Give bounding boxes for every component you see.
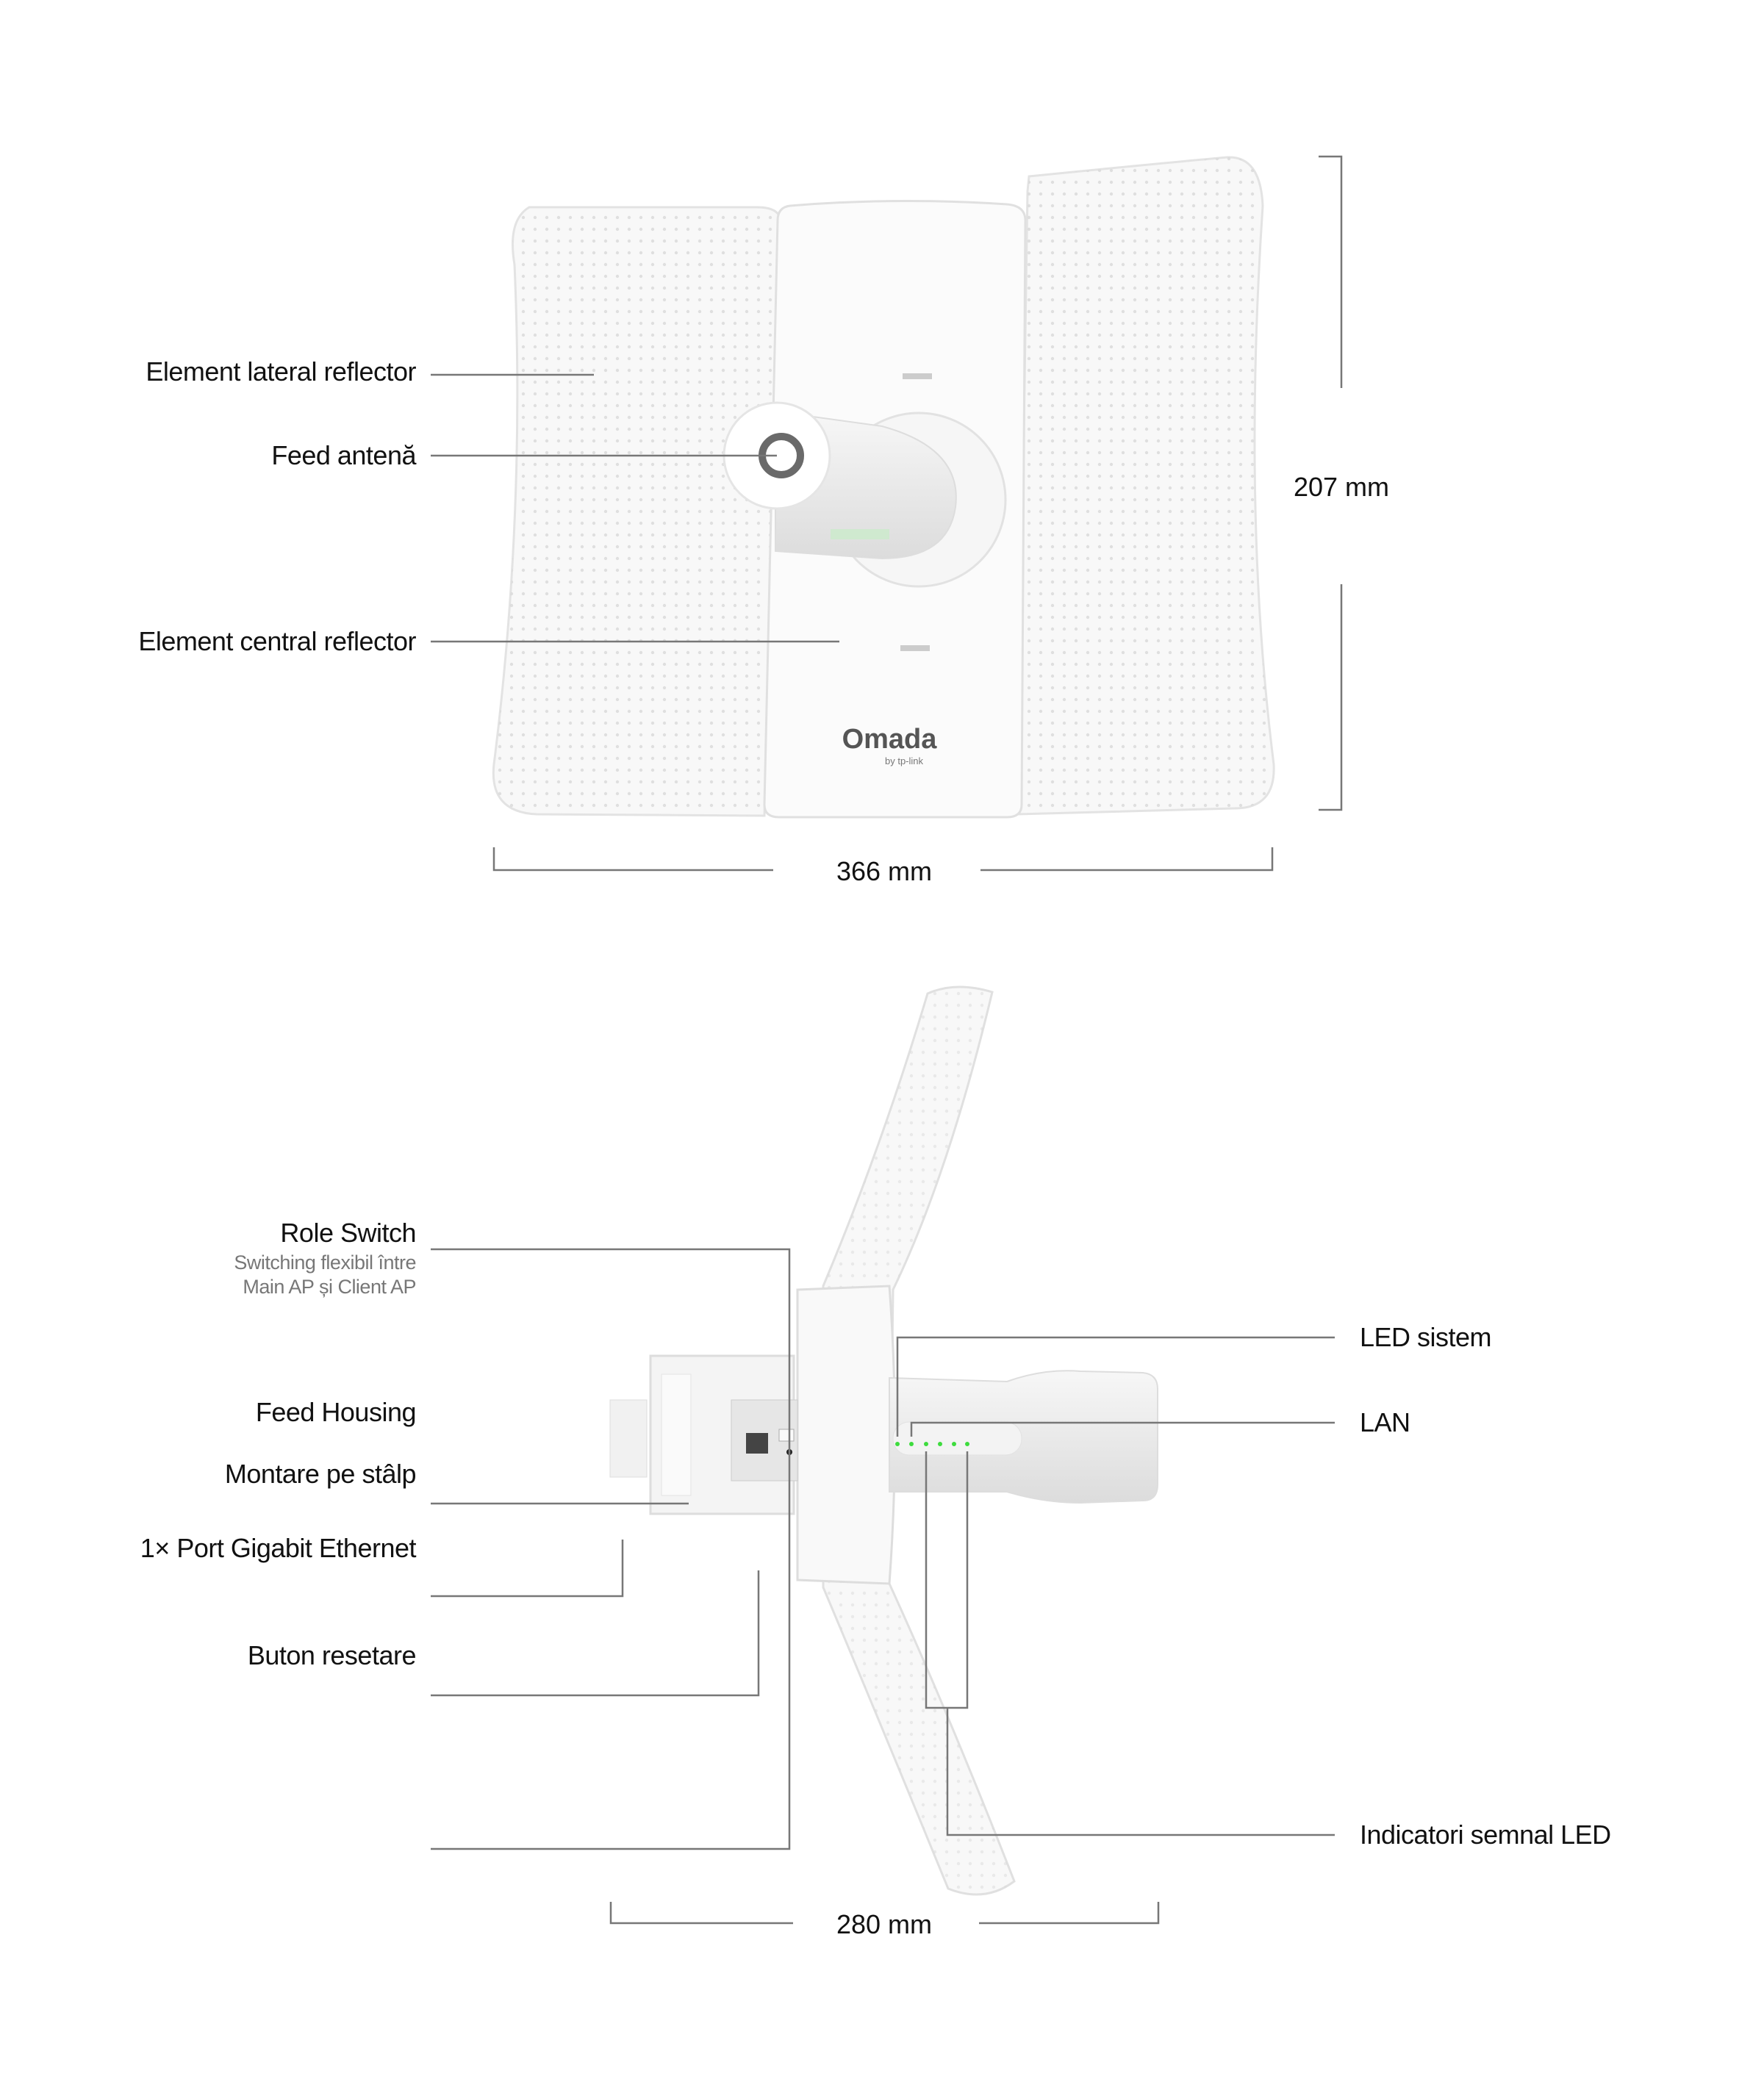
callout-system-led: LED sistem bbox=[1360, 1322, 1492, 1352]
pole-clamp bbox=[609, 1399, 648, 1478]
front-leader-lines bbox=[431, 155, 1343, 872]
height-dimension: 207 mm bbox=[1293, 472, 1390, 502]
width-dimension: 366 mm bbox=[836, 856, 933, 886]
role-switch-description-line1: Switching flexibil între bbox=[234, 1251, 416, 1274]
panel-slot bbox=[903, 373, 932, 379]
front-device: Omada by tp-link bbox=[492, 156, 1275, 819]
side-device bbox=[609, 985, 1158, 1896]
panel-slot bbox=[900, 645, 930, 651]
callout-ethernet-port: 1× Port Gigabit Ethernet bbox=[140, 1533, 417, 1563]
tp-link-logo: by tp-link bbox=[885, 755, 924, 766]
feed-housing-body bbox=[796, 1285, 896, 1585]
ethernet-port bbox=[746, 1433, 768, 1454]
depth-dimension: 280 mm bbox=[836, 1909, 933, 1939]
callout-pole-mount: Montare pe stâlp bbox=[224, 1459, 417, 1489]
callout-lan-led: LAN bbox=[1360, 1407, 1410, 1437]
callout-signal-leds: Indicatori semnal LED bbox=[1360, 1820, 1611, 1850]
side-leader-lines bbox=[431, 1248, 1335, 1925]
feed-cylinder-side bbox=[889, 1370, 1158, 1504]
omada-logo: Omada bbox=[842, 724, 938, 755]
status-leds bbox=[895, 1442, 969, 1446]
callout-feed-antenna: Feed antenă bbox=[271, 440, 416, 470]
callout-central-reflector: Element central reflector bbox=[138, 626, 416, 656]
callout-lateral-reflector: Element lateral reflector bbox=[146, 356, 416, 387]
role-switch bbox=[778, 1429, 795, 1442]
callout-role-switch: Role Switch bbox=[280, 1218, 416, 1248]
role-switch-description-line2: Main AP și Client AP bbox=[243, 1276, 416, 1298]
callout-reset-button: Buton resetare bbox=[247, 1640, 417, 1670]
callout-feed-housing: Feed Housing bbox=[255, 1397, 417, 1427]
